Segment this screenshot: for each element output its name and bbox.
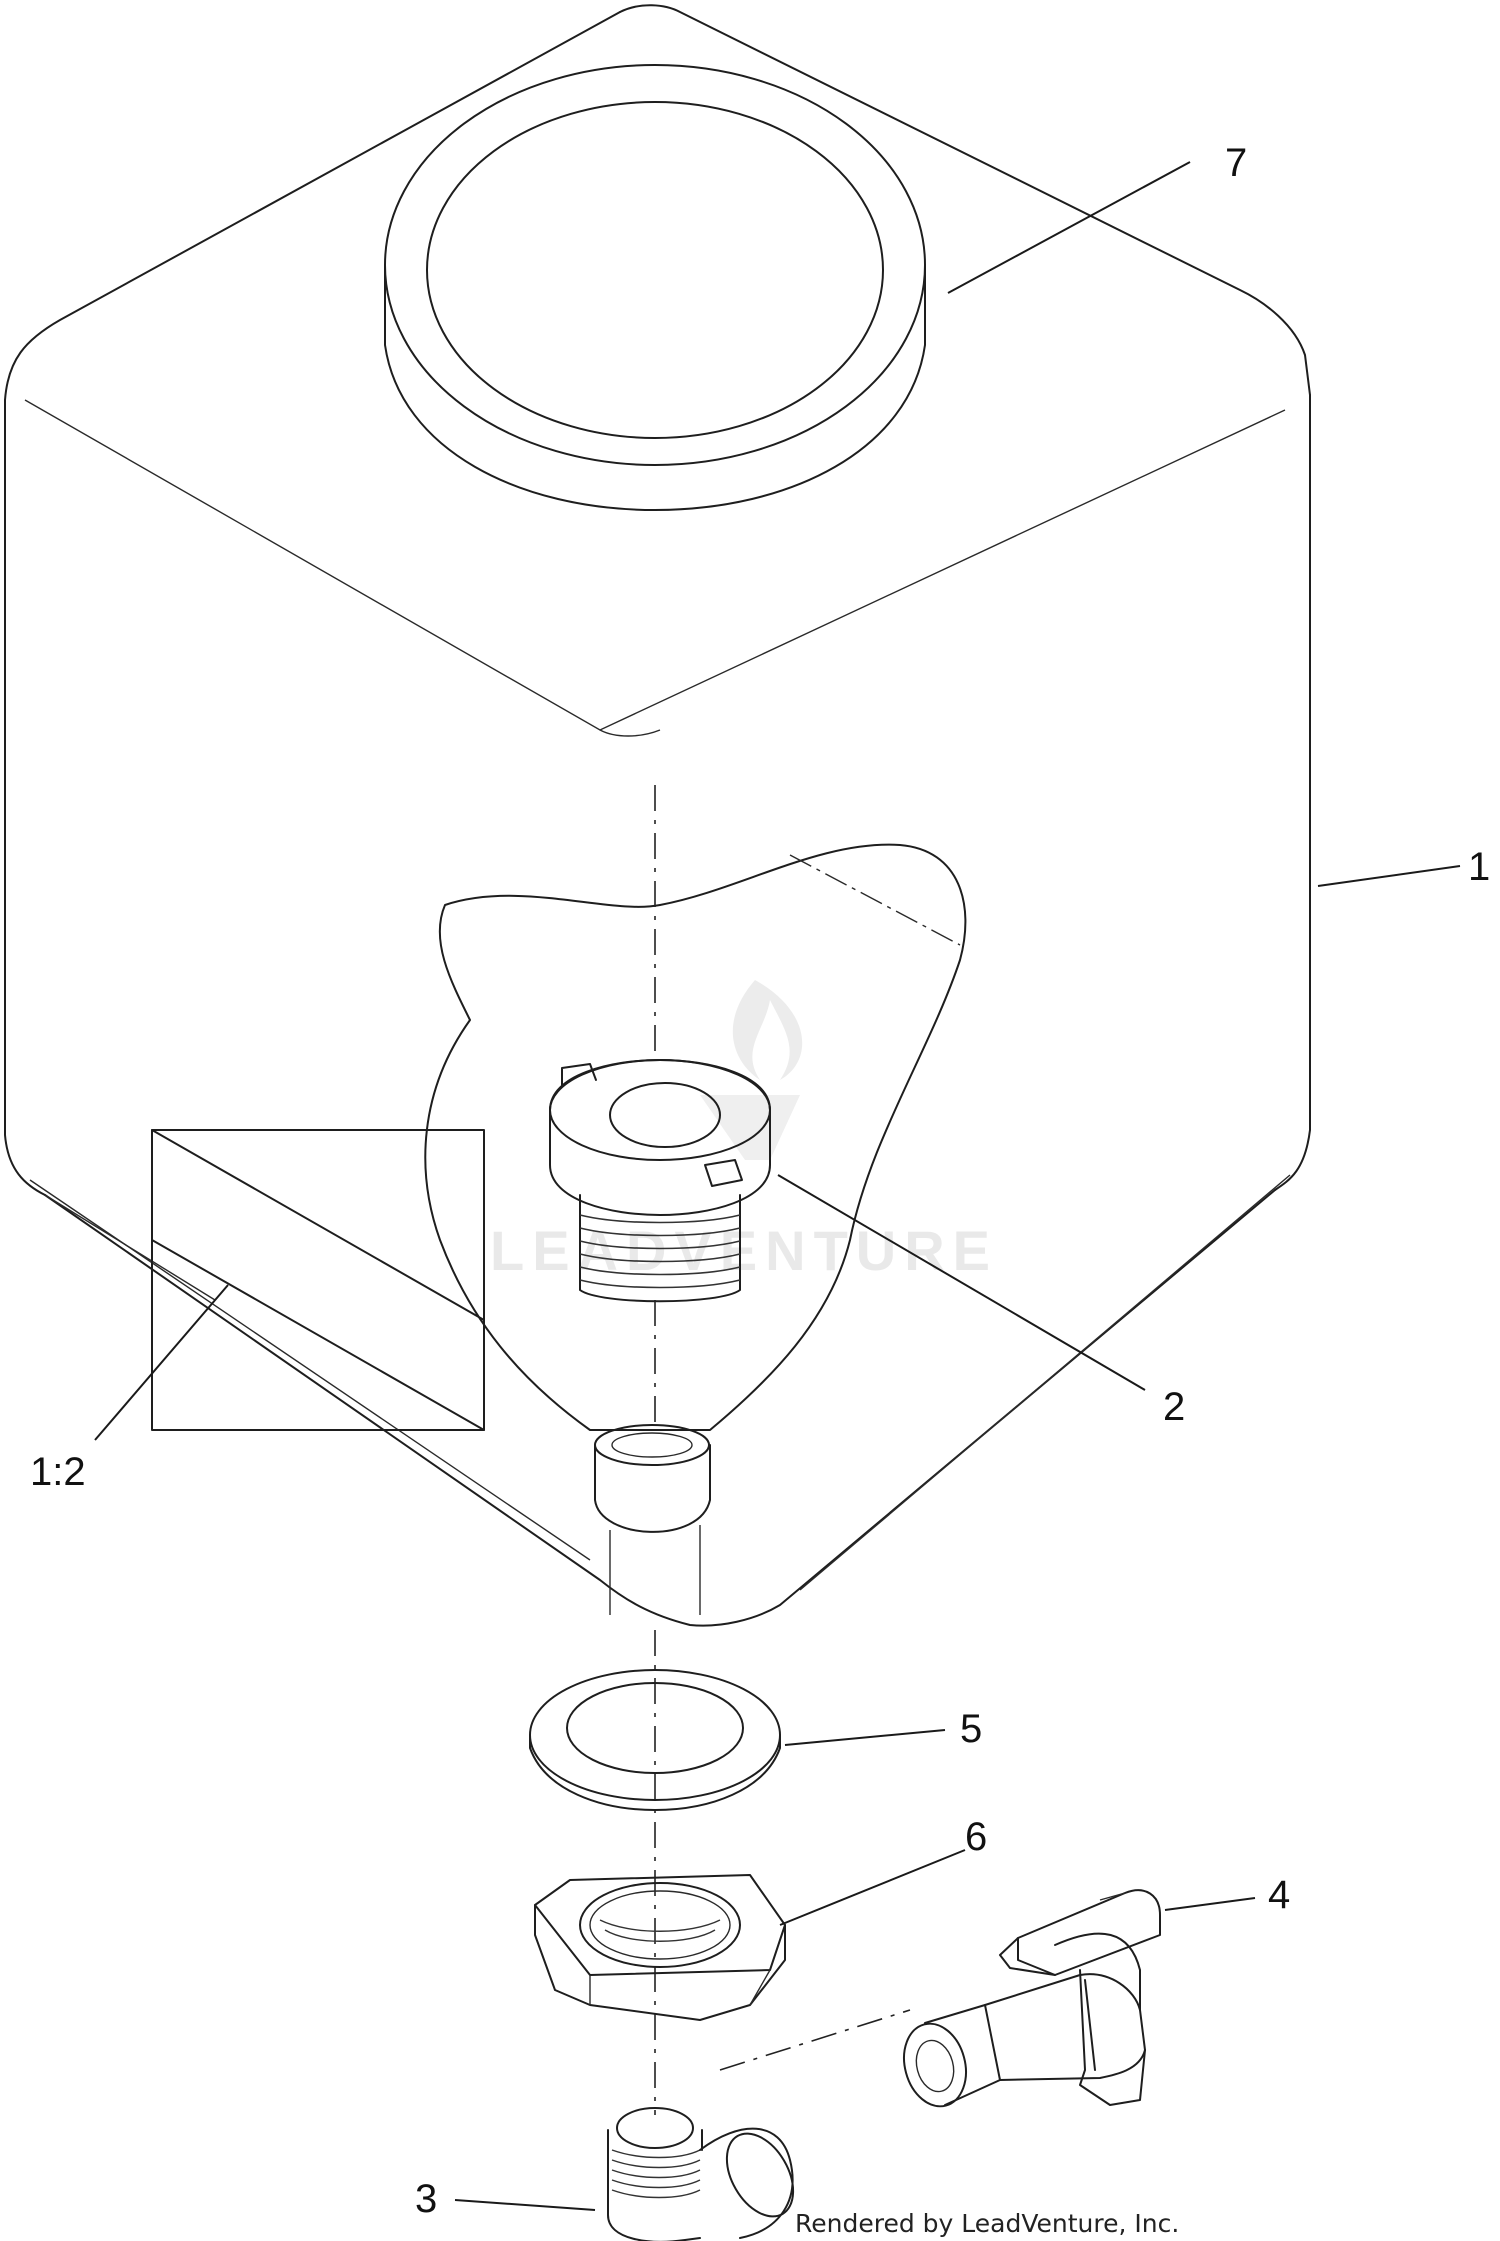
watermark-text: LEADVENTURE [490, 1219, 998, 1282]
render-credit: Rendered by LeadVenture, Inc. [795, 2209, 1179, 2238]
elbow-fitting [607, 2107, 795, 2241]
tank [4, 4, 1311, 1627]
watermark-logo: LEADVENTURE [490, 980, 998, 1282]
tank-cap [384, 64, 926, 511]
callout-5: 5 [960, 1707, 982, 1751]
callout-6: 6 [965, 1815, 987, 1859]
centerline-elbow-valve [719, 2009, 911, 2071]
leader-lines [94, 161, 1461, 2211]
callout-1-2: 1:2 [30, 1450, 86, 1494]
hex-nut [534, 1874, 786, 2021]
callout-4: 4 [1268, 1873, 1290, 1917]
tank-outlet [594, 1424, 711, 1615]
label-decal [151, 1129, 485, 1431]
callout-3: 3 [415, 2177, 437, 2221]
label-decal-face [151, 1129, 485, 1431]
bulkhead-fitting [549, 1059, 771, 1303]
callout-7: 7 [1225, 141, 1247, 185]
spigot-valve [903, 1889, 1161, 2108]
cutaway-view [424, 843, 967, 1431]
gasket [529, 1669, 781, 1811]
callout-1: 1 [1468, 845, 1490, 889]
callout-2: 2 [1163, 1385, 1185, 1429]
